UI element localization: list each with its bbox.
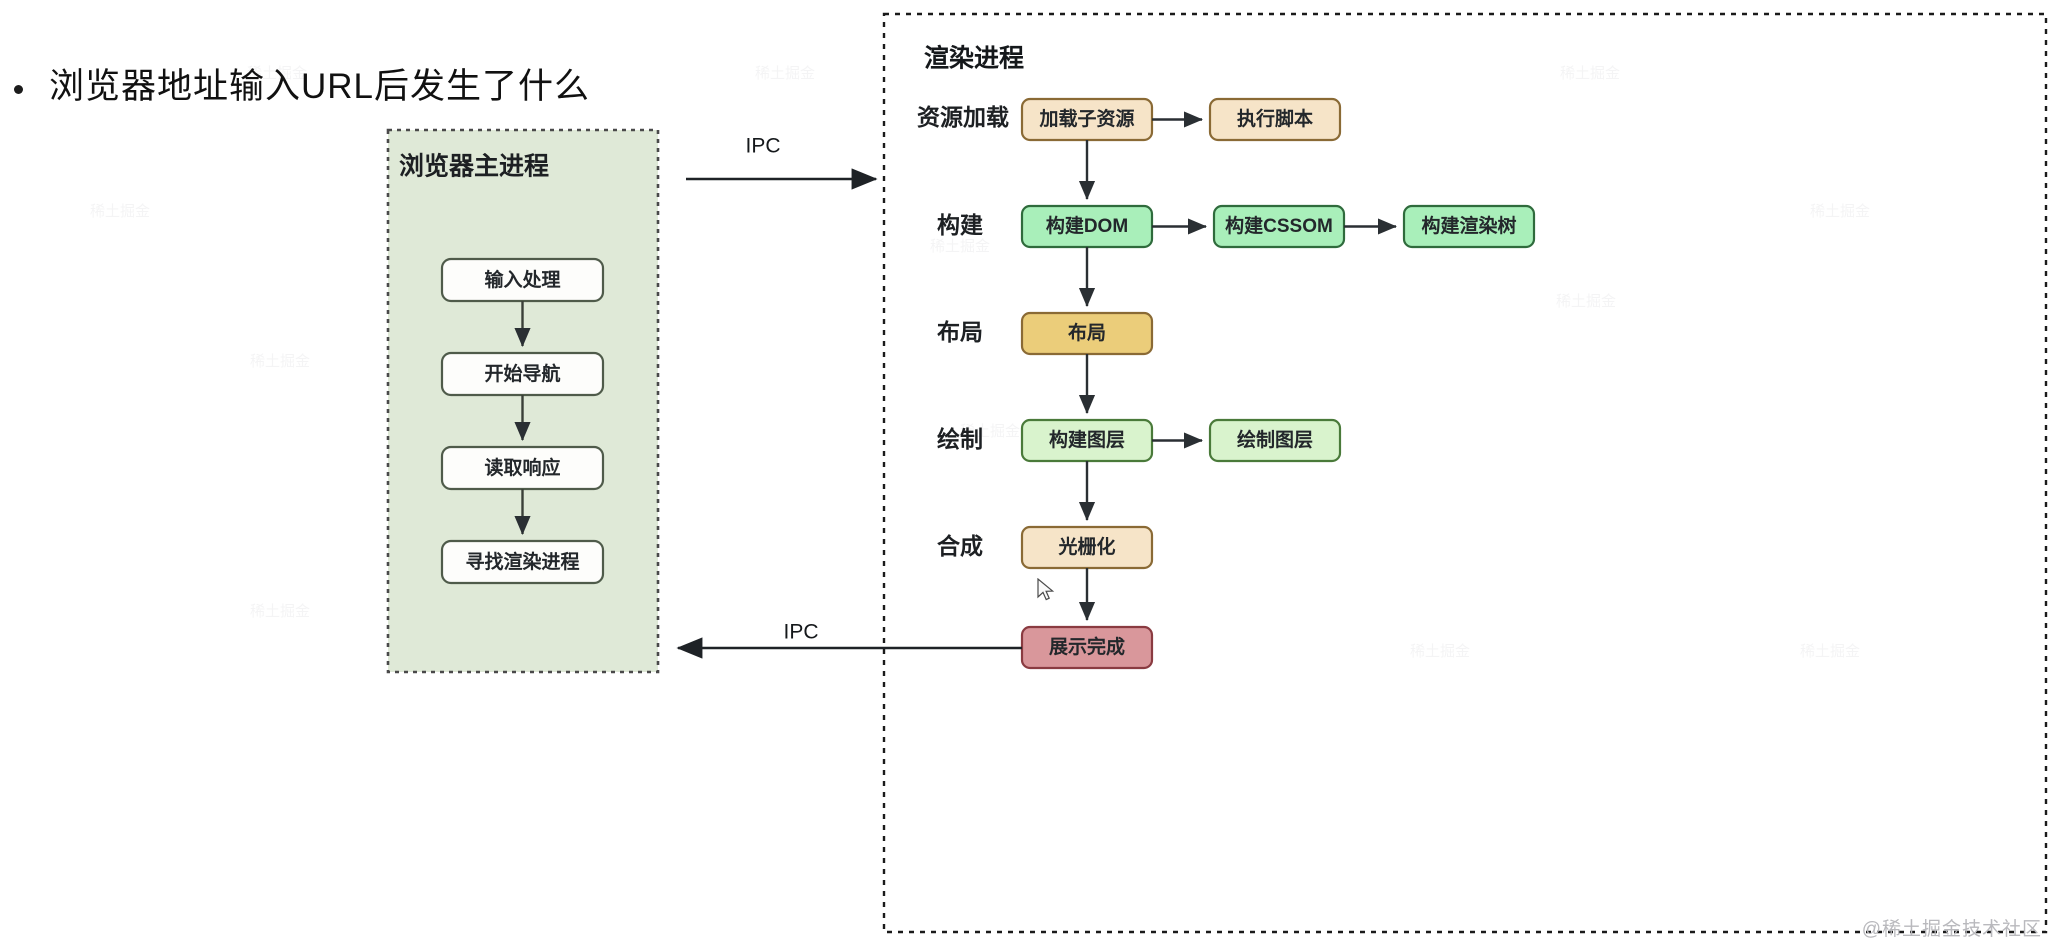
render-process-panel: 渲染进程 资源加载 加载子资源 执行脚本 构建 构建DOM 构建CSSOM 构建… bbox=[882, 12, 2048, 934]
browser-main-process-panel: 浏览器主进程 输入处理 开始导航 读取响应 寻找渲染进程 bbox=[386, 128, 660, 674]
render-node-label: 加载子资源 bbox=[1038, 107, 1134, 130]
site-watermark: @稀土掘金技术社区 bbox=[1861, 919, 2042, 940]
render-row-label: 资源加载 bbox=[917, 104, 1009, 130]
browser-panel-title: 浏览器主进程 bbox=[399, 153, 549, 181]
render-node-label: 光栅化 bbox=[1057, 535, 1115, 558]
render-row-label: 合成 bbox=[937, 533, 983, 559]
render-panel-box bbox=[882, 12, 2048, 934]
browser-node-label: 寻找渲染进程 bbox=[465, 550, 579, 573]
render-row-label: 布局 bbox=[937, 319, 983, 345]
render-panel-title: 渲染进程 bbox=[924, 44, 1024, 73]
render-node-label: 展示完成 bbox=[1049, 635, 1125, 658]
ipc-connectors: IPC IPC bbox=[676, 135, 1022, 659]
browser-node-label: 开始导航 bbox=[484, 362, 560, 385]
bullet-dot-icon bbox=[14, 84, 23, 94]
browser-node-label: 读取响应 bbox=[484, 456, 560, 479]
render-row-label: 构建 bbox=[937, 212, 983, 238]
render-node-box[interactable] bbox=[1208, 418, 1342, 463]
render-node-label: 布局 bbox=[1068, 321, 1106, 344]
render-node-label: 绘制图层 bbox=[1237, 428, 1313, 451]
render-node-box[interactable] bbox=[1208, 97, 1342, 142]
render-node-label: 执行脚本 bbox=[1237, 107, 1313, 130]
browser-node-label: 输入处理 bbox=[484, 268, 560, 291]
render-node-label: 构建DOM bbox=[1046, 214, 1128, 237]
ipc-label-out: IPC bbox=[745, 135, 780, 158]
render-node-box[interactable] bbox=[1402, 204, 1536, 249]
page-title: 浏览器地址输入URL后发生了什么 bbox=[49, 67, 591, 106]
render-node-label: 构建CSSOM bbox=[1225, 214, 1333, 237]
browser-node-box[interactable] bbox=[440, 539, 605, 585]
render-node-label: 构建渲染树 bbox=[1421, 214, 1516, 237]
ipc-label-in: IPC bbox=[783, 621, 818, 644]
render-row-label: 绘制 bbox=[937, 426, 983, 452]
render-node-label: 构建图层 bbox=[1049, 428, 1125, 451]
page-title-row: 浏览器地址输入URL后发生了什么 bbox=[0, 52, 900, 122]
